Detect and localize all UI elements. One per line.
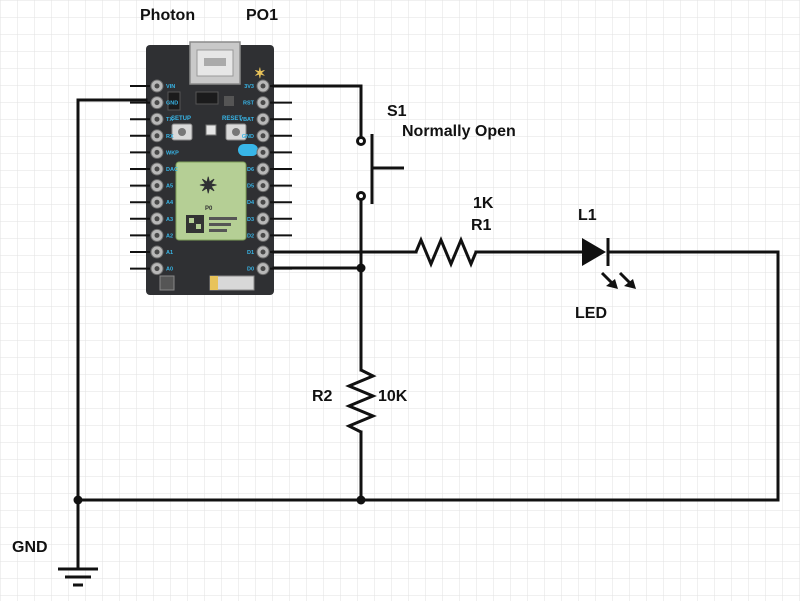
- pin-hole: [154, 116, 160, 122]
- switch-contact-top: [356, 136, 366, 146]
- pin-hole: [260, 232, 266, 238]
- switch-s1[interactable]: [356, 134, 405, 204]
- switch-ref-label: S1: [387, 103, 407, 120]
- pin-label: D6: [247, 167, 254, 173]
- junction-gnd: [73, 495, 83, 505]
- led-ref-label: L1: [578, 207, 597, 224]
- junction-r2-ground: [356, 495, 366, 505]
- pin-hole: [154, 232, 160, 238]
- pin-label: GND: [166, 101, 178, 107]
- pin-label: A1: [166, 250, 173, 256]
- pin-label: 3V3: [244, 84, 254, 90]
- pin-hole: [154, 216, 160, 222]
- pin-hole: [260, 166, 266, 172]
- pin-label: VBAT: [239, 117, 254, 123]
- pin-label: RX: [166, 134, 174, 140]
- pin-hole: [260, 83, 266, 89]
- pin-hole: [154, 266, 160, 272]
- pin-label: VIN: [166, 84, 175, 90]
- switch-actuator: [370, 134, 404, 204]
- board-name-label: Photon: [140, 7, 195, 24]
- wire-3v3-switch: [272, 84, 363, 140]
- led-emission-arrows-icon: [600, 271, 636, 289]
- pin-hole: [154, 149, 160, 155]
- pin-hole: [260, 249, 266, 255]
- pin-hole: [260, 100, 266, 106]
- board-ref-label: PO1: [246, 7, 278, 24]
- pin-hole: [260, 183, 266, 189]
- pin-label: D2: [247, 233, 254, 239]
- switch-contact-bottom: [356, 191, 366, 201]
- switch-type-label: Normally Open: [402, 123, 516, 140]
- r2-ref-label: R2: [312, 388, 333, 405]
- pin-hole: [260, 266, 266, 272]
- module-label: P0: [205, 206, 213, 212]
- pin-label: D5: [247, 184, 254, 190]
- pin-label: D7: [247, 150, 254, 156]
- junction-node: [356, 263, 366, 273]
- pin-hole: [154, 100, 160, 106]
- module-star-icon: ✷: [199, 173, 217, 198]
- resistor-r1[interactable]: [414, 236, 478, 268]
- pin-label: A0: [166, 267, 173, 273]
- pin-label: A4: [166, 200, 174, 206]
- resistor-r2[interactable]: [345, 368, 377, 434]
- pin-hole: [260, 149, 266, 155]
- photon-board[interactable]: ✶ SETUP RESET ✷ P0 VIN GND TX RX WKP DAC A5A4A…: [130, 41, 292, 295]
- d7-led-highlight: [238, 144, 258, 156]
- pin-hole: [260, 199, 266, 205]
- pin-hole: [260, 116, 266, 122]
- pin-hole: [260, 133, 266, 139]
- pin-hole: [154, 133, 160, 139]
- pin-label: D1: [247, 250, 254, 256]
- ground-label: GND: [12, 539, 48, 556]
- pin-label: D3: [247, 217, 254, 223]
- pin-label: TX: [166, 117, 173, 123]
- led-l1[interactable]: [582, 238, 636, 289]
- led-diode-triangle: [582, 238, 606, 266]
- pin-hole: [154, 83, 160, 89]
- pin-label: D0: [247, 267, 254, 273]
- pin-label: GND: [242, 134, 254, 140]
- pin-hole: [154, 183, 160, 189]
- pin-label: A2: [166, 233, 173, 239]
- wire-led-rail: [606, 250, 780, 502]
- pin-label: DAC: [166, 167, 178, 173]
- status-led-icon: ✶: [254, 65, 266, 81]
- pin-label: RST: [243, 101, 255, 107]
- pin-label: WKP: [166, 150, 179, 156]
- r1-value-label: 1K: [473, 195, 494, 212]
- qr-code: [186, 215, 204, 233]
- r1-ref-label: R1: [471, 217, 492, 234]
- pin-label: D4: [247, 200, 255, 206]
- pin-label: A5: [166, 184, 173, 190]
- pin-label: A3: [166, 217, 173, 223]
- setup-label: SETUP: [171, 116, 191, 122]
- pin-hole: [154, 166, 160, 172]
- led-type-label: LED: [575, 305, 607, 322]
- r2-value-label: 10K: [378, 388, 408, 405]
- pin-hole: [154, 199, 160, 205]
- wire-gnd-left: [76, 98, 148, 502]
- ground-symbol-icon: [58, 567, 98, 587]
- pin-hole: [154, 249, 160, 255]
- pin-hole: [260, 216, 266, 222]
- reset-label: RESET: [222, 116, 242, 122]
